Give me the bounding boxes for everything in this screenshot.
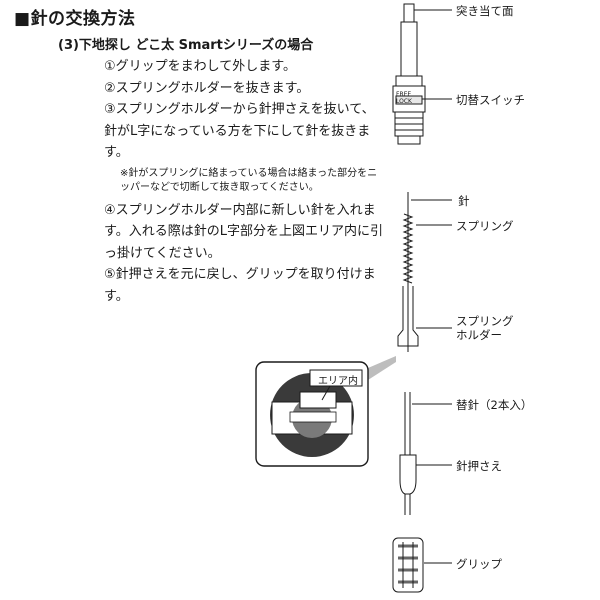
detector-body xyxy=(392,3,426,145)
step-2: ②スプリングホルダーを抜きます。 xyxy=(104,80,310,96)
step-3: ③スプリングホルダーから針押さえを抜いて、針がL字になっている方を下にして針を抜… xyxy=(104,102,375,160)
page-title: ■針の交換方法 xyxy=(14,9,136,29)
area-label: エリア内 xyxy=(318,376,358,387)
instruction-steps: ①グリップをまわして外します。 ②スプリングホルダーを抜きます。 ③スプリングホ… xyxy=(104,56,386,307)
label-spring: スプリング xyxy=(456,219,514,233)
needle-spring-holder xyxy=(397,192,419,352)
grip-part xyxy=(392,537,424,593)
step-1: ①グリップをまわして外します。 xyxy=(104,59,296,74)
step-4: ④スプリングホルダー内部に新しい針を入れます。入れる際は針のL字部分を上図エリア… xyxy=(104,202,383,261)
step-5: ⑤針押さえを元に戻し、グリップを取り付けます。 xyxy=(104,267,376,304)
detail-callout xyxy=(255,356,396,467)
label-holder-line1: スプリング xyxy=(456,314,514,328)
label-spring-holder: スプリング ホルダー xyxy=(456,314,514,342)
label-grip: グリップ xyxy=(456,557,502,571)
marking-lock: LOCK xyxy=(396,98,412,105)
label-holder-line2: ホルダー xyxy=(456,328,502,342)
label-needle: 針 xyxy=(458,194,470,208)
switch-marking: FREE LOCK xyxy=(396,91,412,105)
label-tip-surface: 突き当て面 xyxy=(456,4,514,18)
label-needle-presser: 針押さえ xyxy=(456,459,502,473)
step-3-note: ※針がスプリングに絡まっている場合は絡まった部分をニッパーなどで切断して抜き取っ… xyxy=(120,167,378,193)
marking-free: FREE xyxy=(396,91,412,98)
label-switch: 切替スイッチ xyxy=(456,93,525,107)
replacement-needles xyxy=(399,392,417,515)
section-subtitle: (3)下地探し どこ太 Smartシリーズの場合 xyxy=(58,38,314,53)
label-replacement-needles: 替針（2本入） xyxy=(456,398,533,412)
